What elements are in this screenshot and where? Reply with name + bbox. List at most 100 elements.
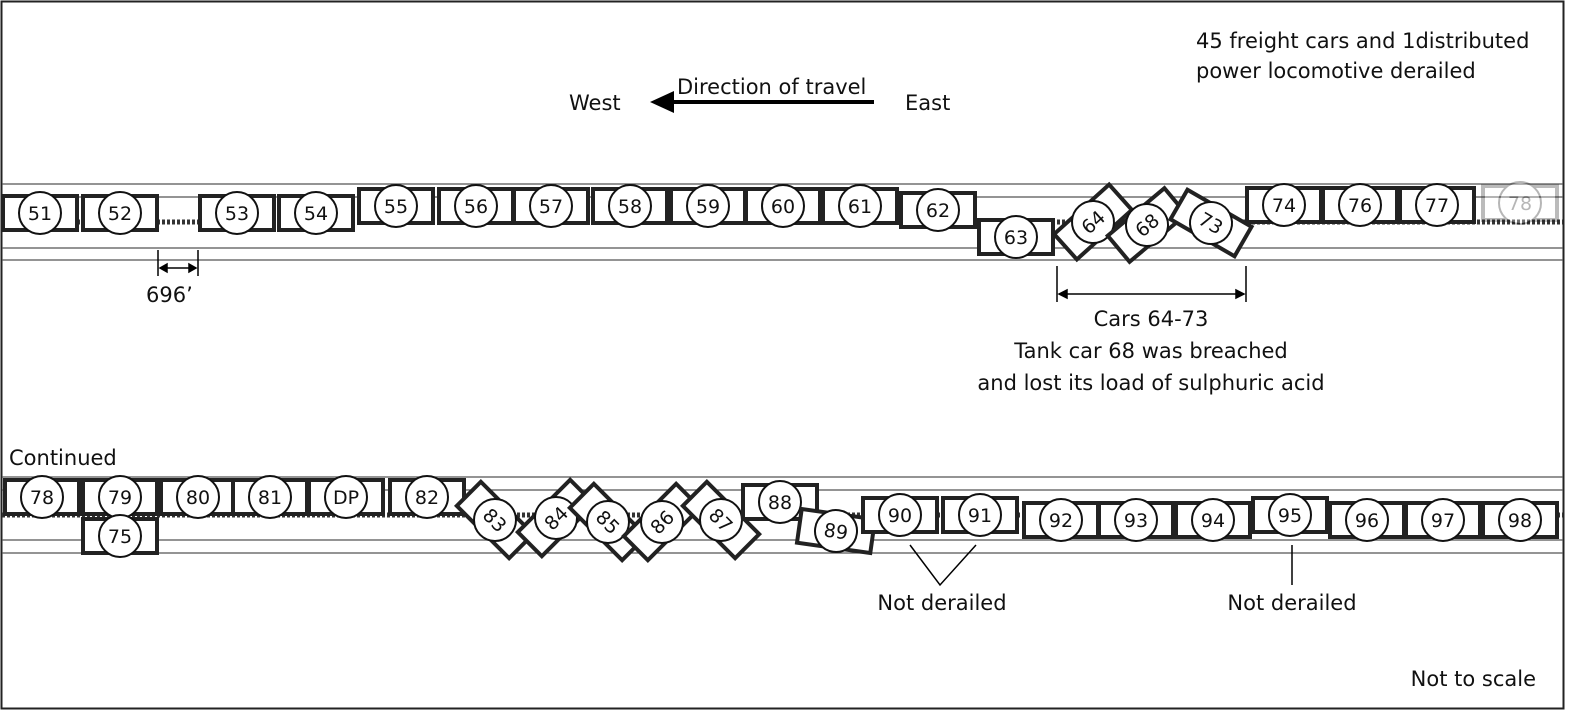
car-number: 97	[1431, 510, 1455, 532]
car-number: 60	[771, 196, 795, 218]
car-number-circle	[1039, 498, 1083, 542]
rail-car: 74	[1245, 183, 1323, 227]
rail-car: 75	[81, 514, 159, 558]
gap-dimension	[157, 250, 199, 276]
rail-car: 95	[1251, 493, 1329, 537]
car-number: 82	[415, 487, 439, 509]
rail-car: DP	[307, 475, 385, 519]
car-body	[1481, 184, 1559, 222]
rail-car: 51	[1, 191, 79, 235]
car-number: 77	[1425, 195, 1449, 217]
rail-car: 83	[453, 478, 537, 562]
car-number-circle	[454, 184, 498, 228]
car-number: 76	[1348, 195, 1372, 217]
not-derailed-label-2: Not derailed	[1227, 591, 1356, 615]
continued-label: Continued	[9, 446, 117, 470]
car-number: 90	[888, 505, 912, 527]
car-number: 62	[926, 200, 950, 222]
rail-car: 52	[81, 191, 159, 235]
west-label: West	[569, 91, 621, 115]
car-number: DP	[333, 487, 359, 509]
rail-car: 77	[1398, 183, 1476, 227]
east-label: East	[905, 91, 950, 115]
car-number: 98	[1508, 510, 1532, 532]
car-number: 96	[1355, 510, 1379, 532]
car-number-circle	[758, 480, 802, 524]
car-number: 59	[696, 196, 720, 218]
rail-car: 97	[1404, 498, 1482, 542]
car-number: 58	[618, 196, 642, 218]
car-number-circle	[640, 500, 684, 544]
rail-car: 58	[591, 184, 669, 228]
gap-label: 696’	[146, 283, 193, 307]
rail-car: 73	[1167, 187, 1255, 259]
car-number-circle	[98, 514, 142, 558]
car-number: 79	[108, 487, 132, 509]
car-number-circle	[838, 184, 882, 228]
rail-car: 79	[81, 475, 159, 519]
rail-car: 96	[1328, 498, 1406, 542]
car-number-circle	[1338, 183, 1382, 227]
car-number-circle	[20, 475, 64, 519]
car-number-circle	[98, 191, 142, 235]
rail-car: 78	[3, 475, 81, 519]
car-number-circle	[994, 215, 1038, 259]
car-number: 53	[225, 203, 249, 225]
car-number: 78	[30, 487, 54, 509]
car-number: 92	[1049, 510, 1073, 532]
car-number-circle	[215, 191, 259, 235]
rail-car: 82	[388, 475, 466, 519]
car-number-circle	[176, 475, 220, 519]
car-number: 56	[464, 196, 488, 218]
car-number-circle	[916, 188, 960, 232]
rail-car: 56	[437, 184, 515, 228]
not-to-scale-label: Not to scale	[1411, 667, 1536, 691]
car-number-circle	[374, 184, 418, 228]
car-number: 74	[1272, 195, 1296, 217]
car-number: 91	[968, 505, 992, 527]
rail-car: 89	[794, 506, 878, 556]
rail-car: 61	[821, 184, 899, 228]
car-number: 81	[258, 487, 282, 509]
car-number-circle	[1415, 183, 1459, 227]
car-number: 88	[768, 492, 792, 514]
car-number-circle	[1268, 493, 1312, 537]
car-number: 54	[304, 203, 328, 225]
rail-car: 63	[977, 215, 1055, 259]
car-number-circle	[1262, 183, 1306, 227]
car-number-circle	[1421, 498, 1465, 542]
cars-range-label: Cars 64-73	[1094, 307, 1209, 331]
car-number-circle	[878, 493, 922, 537]
summary-line-2: power locomotive derailed	[1196, 59, 1476, 83]
rail-car: 62	[899, 188, 977, 232]
rail-car: 64	[1051, 181, 1135, 263]
car-number-circle	[473, 498, 517, 542]
car-number-circle	[18, 191, 62, 235]
car-number-circle	[1498, 181, 1542, 225]
direction-arrow-icon	[650, 91, 874, 113]
car-number-circle	[699, 498, 743, 542]
car-number-circle	[534, 496, 578, 540]
not-derailed-pointer-1	[909, 544, 977, 587]
rail-car: 98	[1481, 498, 1559, 542]
rail-car: 84	[514, 476, 598, 560]
frame-border	[0, 0, 1565, 710]
car-number: 78	[1508, 193, 1532, 215]
car-number-circle	[686, 184, 730, 228]
car-number-circle	[1114, 498, 1158, 542]
car-number: 93	[1124, 510, 1148, 532]
car-number: 51	[28, 203, 52, 225]
rail-car: 91	[941, 493, 1019, 537]
car-number: 57	[539, 196, 563, 218]
rail-car: 93	[1097, 498, 1175, 542]
car-number-circle	[324, 475, 368, 519]
car-number: 55	[384, 196, 408, 218]
car-number: 89	[822, 519, 849, 544]
not-derailed-label-1: Not derailed	[877, 591, 1006, 615]
car-number: 61	[848, 196, 872, 218]
car-number-circle	[1189, 201, 1233, 245]
rail-car: 92	[1022, 498, 1100, 542]
